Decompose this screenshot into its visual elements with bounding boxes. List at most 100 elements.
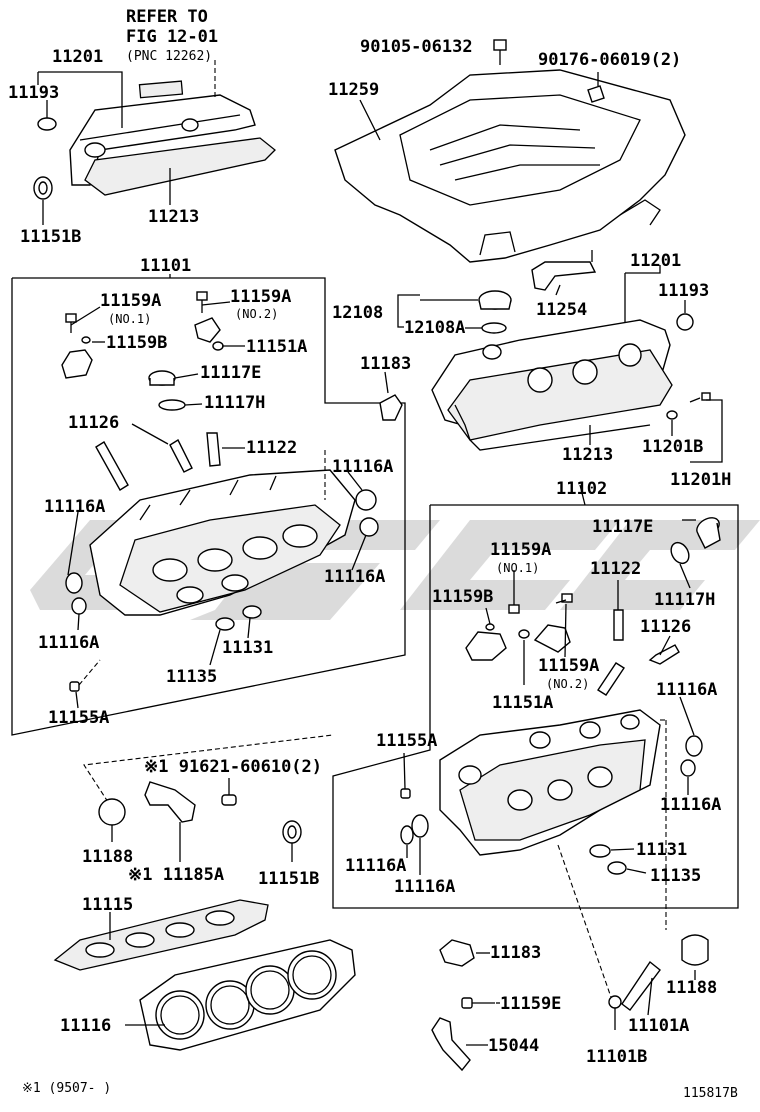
callout-11116A-right-3: 11116A — [345, 856, 406, 876]
callout-11135-left: 11135 — [166, 667, 217, 687]
part-gasket-11115 — [53, 899, 269, 971]
callout-12108A: 12108A — [404, 318, 465, 338]
callout-11116: 11116 — [60, 1016, 111, 1036]
callout-11116A-left-1: 11116A — [44, 497, 105, 517]
callout-11115: 11115 — [82, 895, 133, 915]
callout-11135-right: 11135 — [650, 866, 701, 886]
part-bolt-91621 — [221, 785, 237, 806]
part-gasket-12108A — [481, 322, 507, 334]
callout-11117H-left: 11117H — [204, 393, 265, 413]
callout-11116A-right-2: 11116A — [660, 795, 721, 815]
part-pipe-15044 — [431, 1017, 471, 1072]
part-cam-housing-right — [431, 319, 673, 451]
callout-11116A-left-4: 11116A — [38, 633, 99, 653]
part-seat-11135-right — [607, 861, 627, 875]
part-engine-cover-11259 — [334, 69, 686, 263]
part-sleeve-11126-left — [95, 438, 193, 491]
part-pin-11155A-left — [69, 681, 80, 692]
callout-11122-left: 11122 — [246, 438, 297, 458]
svg-text:REFER TO: REFER TO — [126, 7, 208, 27]
svg-text:(NO.1): (NO.1) — [496, 561, 539, 575]
callout-11101A: 11101A — [628, 1016, 689, 1036]
part-grommet-90176 — [587, 85, 605, 103]
part-bolt-11159A-no2-left — [196, 291, 208, 313]
part-bolt-11101A — [621, 960, 661, 1011]
part-pin-11155A-right — [400, 788, 411, 799]
part-oring-11117H-left — [158, 399, 186, 411]
callout-11101B: 11101B — [586, 1047, 647, 1067]
callout-11116A-right-4: 11116A — [394, 877, 455, 897]
part-oil-cap-12108 — [478, 290, 512, 310]
callout-11254: 11254 — [536, 300, 587, 320]
callout-11201B: 11201B — [642, 437, 703, 457]
callout-11117E-right: 11117E — [592, 517, 653, 537]
part-bracket-11185A — [144, 781, 196, 823]
callout-90105: 90105-06132 — [360, 37, 473, 57]
part-bolt-90105 — [493, 39, 507, 65]
svg-text:(NO.1): (NO.1) — [108, 312, 151, 326]
callout-11201-right: 11201 — [630, 251, 681, 271]
part-bolt-11159E — [461, 997, 495, 1009]
callout-11193-right: 11193 — [658, 281, 709, 301]
svg-text:FIG 12-01: FIG 12-01 — [126, 27, 218, 47]
part-guide-11122-right — [613, 609, 624, 641]
footnote: ※1 (9507- ) — [22, 1081, 111, 1096]
callout-91621: ※1 91621-60610(2) — [144, 757, 322, 777]
svg-text:(NO.2): (NO.2) — [235, 307, 278, 321]
svg-text:(NO.2): (NO.2) — [546, 677, 589, 691]
part-seal-11131-left — [242, 605, 262, 619]
callout-11259: 11259 — [328, 80, 379, 100]
callout-11122-right: 11122 — [590, 559, 641, 579]
callout-11126-left: 11126 — [68, 413, 119, 433]
callout-11183-top: 11183 — [360, 354, 411, 374]
callout-11151B-bottom: 11151B — [258, 869, 319, 889]
callout-11201H: 11201H — [670, 470, 731, 490]
callout-11159E: 11159E — [500, 994, 561, 1014]
part-seal-11117E-right — [696, 517, 721, 549]
part-11201B — [666, 410, 678, 420]
callout-11159A-no2-left: 11159A — [230, 287, 291, 307]
callout-11193-tl: 11193 — [8, 83, 59, 103]
part-11159B-right — [485, 623, 495, 631]
part-seal-11151B-bottom — [282, 820, 302, 844]
part-cam-housing-left — [69, 80, 276, 196]
part-11193-left — [37, 117, 57, 131]
part-washer-11101B — [608, 995, 622, 1009]
callout-11131-right: 11131 — [636, 840, 687, 860]
part-11193-right — [676, 313, 694, 331]
part-11151B-left — [33, 176, 53, 200]
part-plug-11116A-left-b — [71, 597, 87, 615]
callout-11159B-left: 11159B — [106, 333, 167, 353]
part-head-gasket-11116 — [139, 939, 356, 1051]
callout-11183-bottom: 11183 — [490, 943, 541, 963]
part-guide-11122-left — [206, 432, 221, 467]
callout-11185A: ※1 11185A — [128, 865, 224, 885]
part-seal-11183-bottom — [439, 939, 475, 967]
callout-11117H-right: 11117H — [654, 590, 715, 610]
part-bolt-11159A-no1-right — [508, 596, 520, 614]
callout-11201-tl: 11201 — [52, 47, 103, 67]
svg-text:(PNC 12262): (PNC 12262) — [126, 49, 212, 64]
part-sleeve-11126-right — [597, 644, 680, 696]
part-cap-right-a — [465, 631, 507, 661]
part-plug-11188-left — [98, 798, 126, 826]
callout-11117E-left: 11117E — [200, 363, 261, 383]
part-plug-11116A-left-c — [355, 489, 379, 537]
part-plug-11116A-right-c — [400, 814, 429, 845]
callout-12108: 12108 — [332, 303, 383, 323]
part-bracket-11254 — [531, 250, 597, 291]
part-seat-11135-left — [215, 617, 235, 631]
callout-11188-left: 11188 — [82, 847, 133, 867]
callout-11101-box: 11101 — [140, 256, 191, 276]
part-plug-11188-right — [681, 934, 709, 966]
part-cylinder-head-left — [89, 469, 356, 616]
callout-11213-right: 11213 — [562, 445, 613, 465]
callout-11151A-right: 11151A — [492, 693, 553, 713]
callout-11126-right: 11126 — [640, 617, 691, 637]
part-cylinder-head-right — [439, 709, 661, 856]
callout-11159A-no2-right: 11159A — [538, 656, 599, 676]
part-cap-right-b — [533, 624, 571, 653]
part-seal-11117E-left — [148, 370, 176, 386]
part-seal-11183-top — [379, 394, 403, 421]
